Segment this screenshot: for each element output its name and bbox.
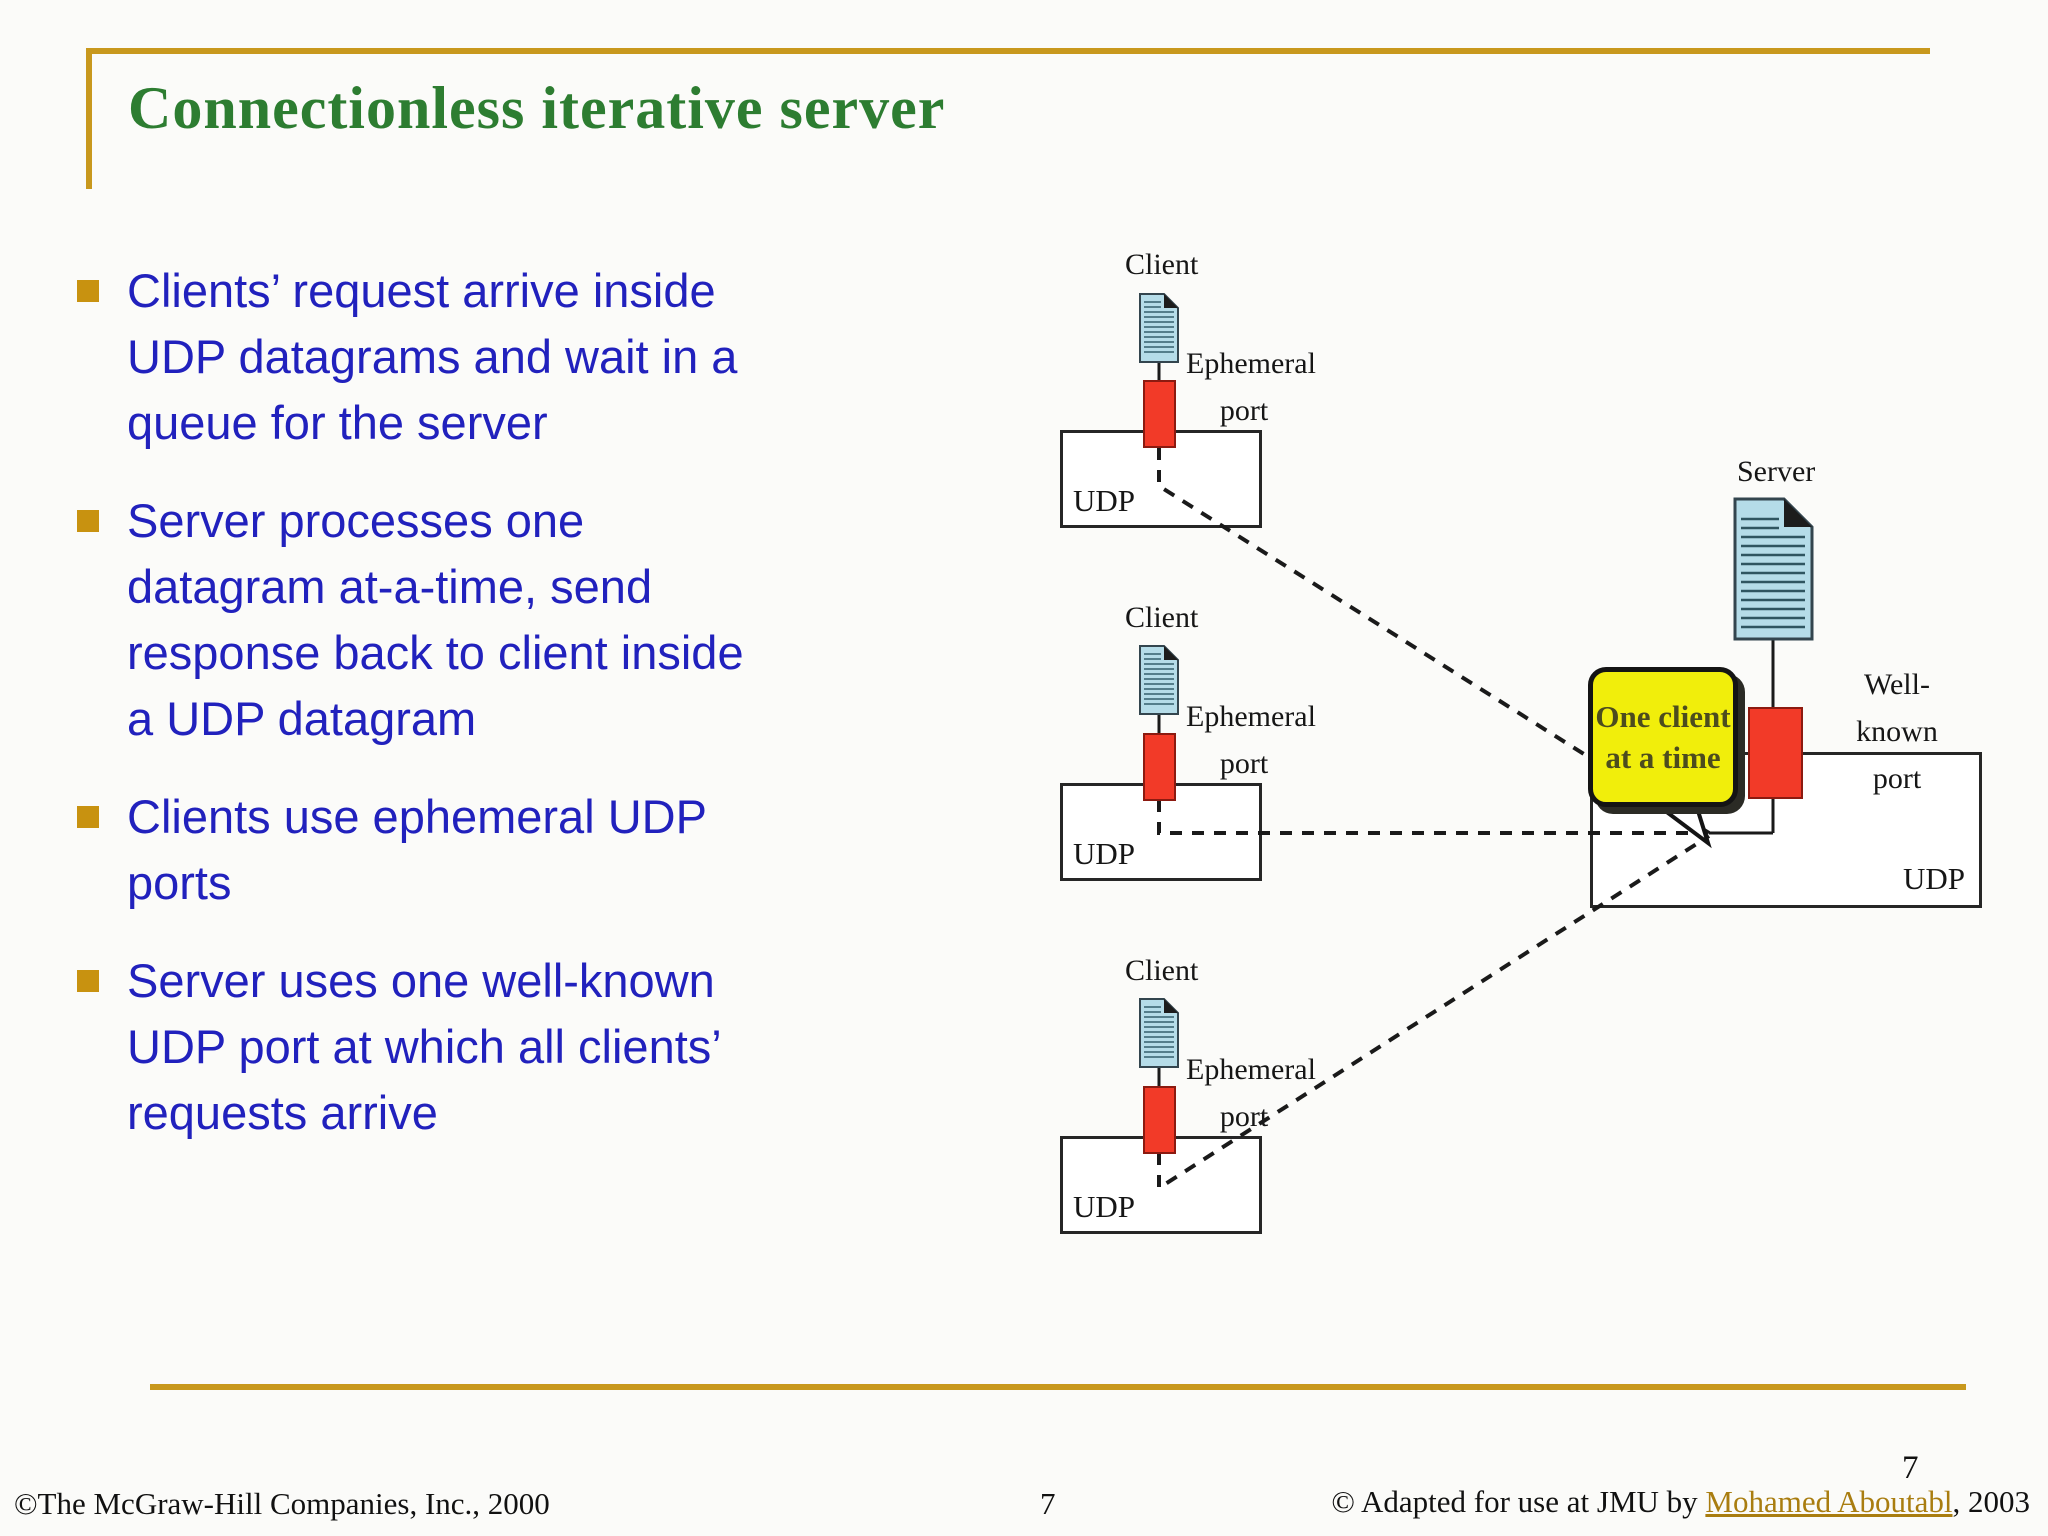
ephemeral-port-label: Ephemeral port [1186, 1053, 1316, 1133]
header-rule-left [86, 48, 92, 189]
udp-box-label: UDP [1073, 836, 1136, 871]
page-number-center: 7 [1040, 1486, 1056, 1521]
bullet-text: Server uses one well-known UDP port at w… [127, 954, 722, 1139]
bullet-item: Server uses one well-known UDP port at w… [77, 948, 797, 1146]
footer-credit: © Adapted for use at JMU by Mohamed Abou… [1331, 1484, 2030, 1520]
well-known-port-label: Well-known port [1856, 668, 1938, 795]
page-title: Connectionless iterative server [128, 75, 946, 141]
bubble-layer: One client at a time [1580, 455, 2000, 915]
client-document-icon [1139, 645, 1179, 715]
bullet-text: Server processes one datagram at-a-time,… [127, 494, 744, 745]
bullet-item: Clients use ephemeral UDP ports [77, 784, 797, 916]
server-label: Server [1737, 455, 1816, 488]
ephemeral-port-rect [1143, 733, 1176, 801]
client-label: Client [1125, 954, 1199, 987]
bullet-square-icon [77, 970, 99, 992]
client-group: Client UDP Ephemeral port [1040, 954, 1320, 1244]
well-known-port-rect [1748, 707, 1803, 799]
footer-credit-prefix: © Adapted for use at JMU by [1331, 1484, 1706, 1519]
client-label: Client [1125, 248, 1199, 281]
bullet-square-icon [77, 510, 99, 532]
ephemeral-port-rect [1143, 1086, 1176, 1154]
footer-credit-suffix: , 2003 [1952, 1484, 2031, 1519]
ephemeral-port-label: Ephemeral port [1186, 700, 1316, 780]
client-group: Client UDP Ephemeral port [1040, 248, 1320, 538]
author-link[interactable]: Mohamed Aboutabl [1705, 1484, 1953, 1519]
client-group: Client UDP Ephemeral port [1040, 601, 1320, 891]
footer-copyright: ©The McGraw-Hill Companies, Inc., 2000 [14, 1486, 550, 1521]
bullet-square-icon [77, 280, 99, 302]
ephemeral-port-label: Ephemeral port [1186, 347, 1316, 427]
bullet-item: Clients’ request arrive inside UDP datag… [77, 258, 797, 456]
bullet-text: Clients use ephemeral UDP ports [127, 790, 707, 909]
ephemeral-port-rect [1143, 380, 1176, 448]
udp-box-label: UDP [1073, 483, 1136, 518]
client-document-icon [1139, 998, 1179, 1068]
bullet-list: Clients’ request arrive inside UDP datag… [77, 258, 797, 1178]
bullet-text: Clients’ request arrive inside UDP datag… [127, 264, 738, 449]
udp-box-label: UDP [1902, 861, 1965, 896]
client-label: Client [1125, 601, 1199, 634]
bullet-square-icon [77, 806, 99, 828]
page-number-right: 7 [1902, 1450, 1919, 1486]
one-client-bubble: One client at a time [1588, 667, 1738, 807]
bullet-item: Server processes one datagram at-a-time,… [77, 488, 797, 752]
udp-box-label: UDP [1073, 1189, 1136, 1224]
server-document-icon [1733, 497, 1814, 641]
client-document-icon [1139, 293, 1179, 363]
header-rule-top [86, 48, 1930, 54]
footer-rule [150, 1384, 1966, 1390]
